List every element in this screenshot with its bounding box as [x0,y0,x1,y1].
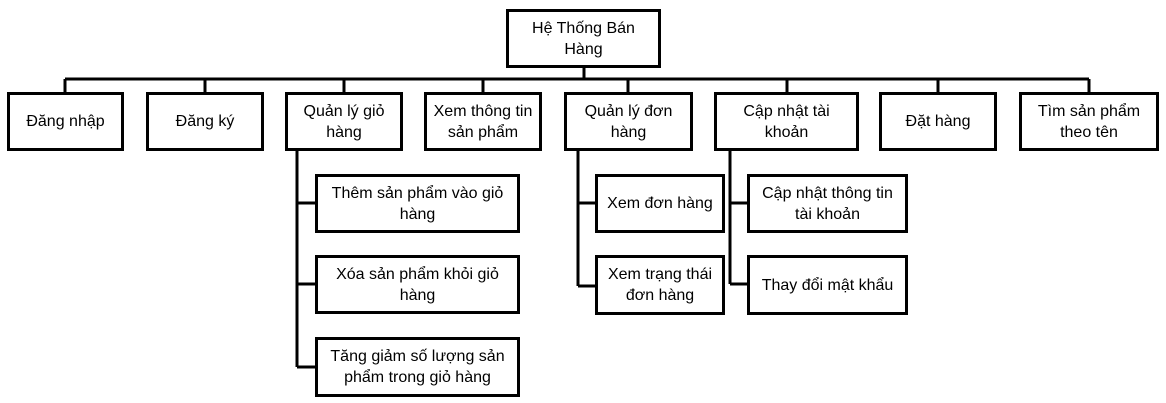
root-node: Hệ Thống Bán Hàng [506,9,661,68]
function-node-tim-san-pham-theo-ten: Tìm sản phẩm theo tên [1019,92,1159,151]
root-node-label: Hệ Thống Bán Hàng [532,19,635,58]
function-node-dang-nhap: Đăng nhập [7,92,124,151]
function-node-label: Đăng ký [175,113,235,130]
function-node-label: Đặt hàng [905,113,971,130]
subfunction-node-label: Cập nhật thông tin tài khoản [762,184,893,223]
subfunction-node-label: Thêm sản phẩm vào giỏ hàng [331,184,504,223]
subfunction-node: Xem trạng thái đơn hàng [595,255,725,315]
subfunction-node: Xem đơn hàng [595,174,725,233]
subfunction-node: Tăng giảm số lượng sản phẩm trong giỏ hà… [315,337,520,397]
subfunction-node: Thay đổi mật khẩu [747,255,908,315]
subfunction-node: Cập nhật thông tin tài khoản [747,174,908,233]
function-node-label: Đăng nhập [26,113,105,130]
function-node-label: Xem thông tin sản phẩm [433,102,533,141]
subfunction-node-label: Xóa sản phẩm khỏi giỏ hàng [336,265,499,304]
function-node-quan-ly-gio-hang: Quản lý giỏ hàng [285,92,403,151]
subfunction-node: Thêm sản phẩm vào giỏ hàng [315,174,520,233]
subfunction-node-label: Xem trạng thái đơn hàng [607,266,713,304]
function-node-dat-hang: Đặt hàng [879,92,997,151]
function-node-xem-thong-tin-san-pham: Xem thông tin sản phẩm [424,92,542,151]
function-node-cap-nhat-tai-khoan: Cập nhật tài khoản [714,92,859,151]
function-node-label: Quản lý đơn hàng [584,102,673,141]
function-node-label: Cập nhật tài khoản [743,102,830,141]
subfunction-node-label: Xem đơn hàng [607,195,713,212]
subfunction-node-label: Tăng giảm số lượng sản phẩm trong giỏ hà… [330,348,505,386]
function-node-quan-ly-don-hang: Quản lý đơn hàng [564,92,693,151]
function-node-label: Quản lý giỏ hàng [303,102,385,141]
subfunction-node-label: Thay đổi mật khẩu [761,276,894,294]
function-node-label: Tìm sản phẩm theo tên [1037,102,1141,141]
function-node-dang-ky: Đăng ký [146,92,264,151]
subfunction-node: Xóa sản phẩm khỏi giỏ hàng [315,255,520,314]
